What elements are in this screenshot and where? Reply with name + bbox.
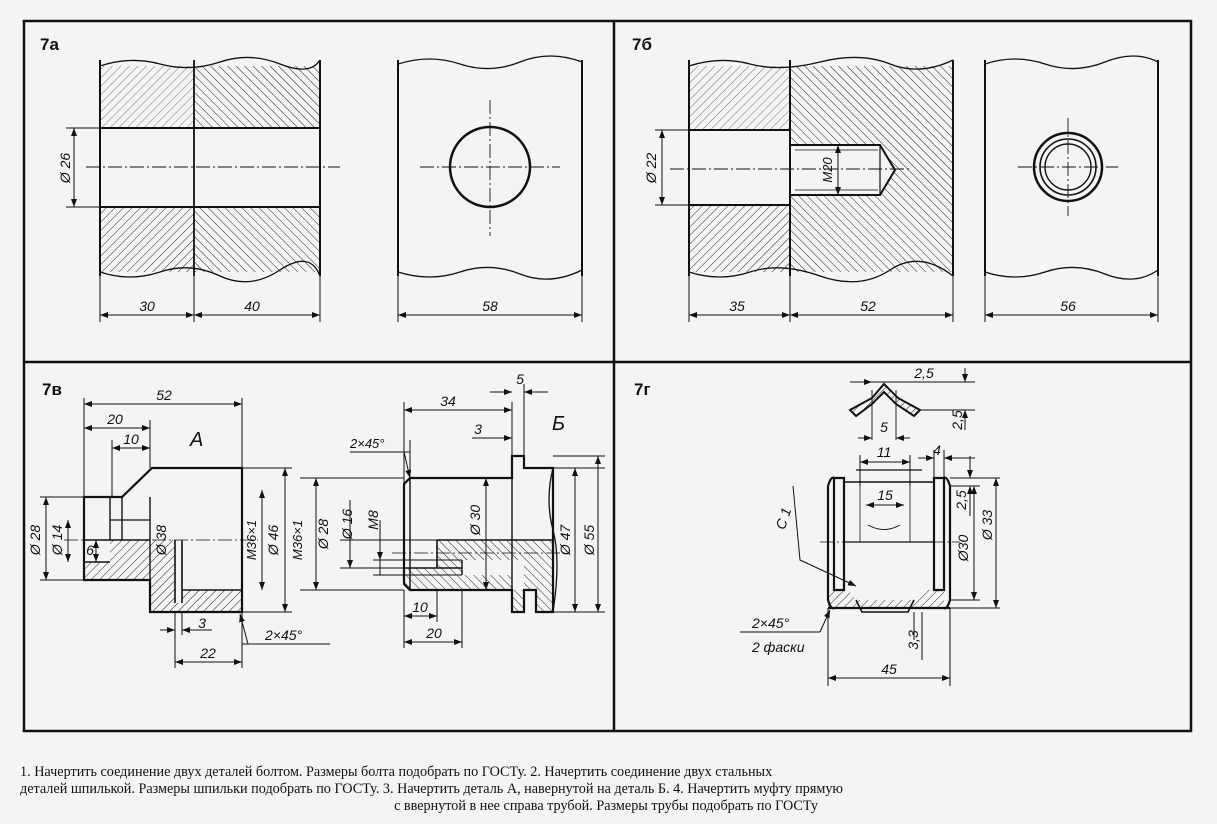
dim-7b-d22: Ø 22 xyxy=(643,153,659,185)
dim-7v-10: 10 xyxy=(123,431,139,447)
dim-7g-2-5-top: 2,5 xyxy=(913,365,934,381)
dim-7v-d46: Ø 46 xyxy=(265,525,281,557)
dim-7v-d28: Ø 28 xyxy=(27,525,43,557)
caption-line-2: деталей шпилькой. Размеры шпильки подобр… xyxy=(20,781,844,797)
dim-7v-10b: 10 xyxy=(412,599,428,615)
part-label-a: А xyxy=(189,429,203,451)
caption-line-3: с ввернутой в нее справа трубой. Размеры… xyxy=(394,798,818,814)
dimensions-7g xyxy=(740,368,1000,686)
dim-7g-d30: Ø30 xyxy=(955,535,971,563)
panel-label-7g: 7г xyxy=(634,380,651,399)
dim-7b-35: 35 xyxy=(729,298,745,314)
dim-7v-34: 34 xyxy=(440,393,456,409)
dimensions-7a xyxy=(66,127,583,322)
panel-7v: 7в А Б xyxy=(27,371,605,668)
dim-7v-20: 20 xyxy=(106,411,123,427)
dim-7v-d28b: Ø 28 xyxy=(315,519,331,551)
dim-7g-5: 5 xyxy=(880,419,888,435)
coupling-body xyxy=(820,469,960,613)
caption-line-1: 1. Начертить соединение двух деталей бол… xyxy=(20,764,773,780)
dim-7g-2-faski: 2 фаски xyxy=(751,639,805,655)
dim-7g-chamfer: 2×45° xyxy=(751,615,790,631)
dimensions-7b xyxy=(655,129,1159,322)
dim-7a-58: 58 xyxy=(482,298,498,314)
dim-7v-d14: Ø 14 xyxy=(49,525,65,557)
dim-7a-d26: Ø 26 xyxy=(57,153,73,185)
dim-7b-52: 52 xyxy=(860,298,876,314)
part-label-b: Б xyxy=(552,413,565,435)
dim-7v-m36b: M36×1 xyxy=(290,520,305,560)
panel-7g: 7г xyxy=(634,365,1000,686)
dim-7v-chamfer: 2×45° xyxy=(264,627,303,643)
top-view-7a xyxy=(397,55,583,280)
dim-7b-56: 56 xyxy=(1060,298,1076,314)
panel-label-7b: 7б xyxy=(632,35,652,54)
dim-7v-d16: Ø 16 xyxy=(339,509,355,541)
dim-7v-22: 22 xyxy=(199,645,216,661)
dim-7v-d38: Ø 38 xyxy=(153,525,169,557)
section-view-7a xyxy=(86,56,340,283)
dim-7g-15: 15 xyxy=(877,487,893,503)
dim-7v-m8: M8 xyxy=(365,510,381,530)
dim-7v-3: 3 xyxy=(198,615,206,631)
dim-7g-11: 11 xyxy=(877,444,892,460)
dim-7g-2-5-side: 2,5 xyxy=(953,490,969,511)
panel-label-7v: 7в xyxy=(42,380,62,399)
top-view-7b xyxy=(984,55,1159,280)
dim-7v-chamfer-b: 2×45° xyxy=(349,436,384,451)
dim-7g-2-5-vert: 2,5 xyxy=(949,410,965,431)
dim-7v-20b: 20 xyxy=(425,625,442,641)
dim-7v-52: 52 xyxy=(156,387,172,403)
dim-7a-40: 40 xyxy=(244,298,260,314)
dim-7v-d30: Ø 30 xyxy=(467,505,483,537)
dim-7a-30: 30 xyxy=(139,298,155,314)
part-b xyxy=(392,454,570,614)
panel-7a: 7а xyxy=(40,35,583,322)
dim-7v-d55: Ø 55 xyxy=(581,525,597,557)
dim-7g-3-3: 3,3 xyxy=(905,630,921,650)
dim-7v-d47: Ø 47 xyxy=(557,524,573,557)
dim-7b-m20: M20 xyxy=(820,157,835,183)
thread-profile-detail xyxy=(848,382,922,440)
dim-7v-m36a: M36×1 xyxy=(244,520,259,560)
panel-7b: 7б xyxy=(632,35,1159,322)
dim-7v-5: 5 xyxy=(516,371,524,387)
frame xyxy=(22,19,1193,733)
drawing-sheet: 7а xyxy=(22,19,1193,733)
dim-7g-d33: Ø 33 xyxy=(979,510,995,542)
task-caption: 1. Начертить соединение двух деталей бол… xyxy=(20,764,1192,815)
panel-label-7a: 7а xyxy=(40,35,59,54)
dim-7g-45: 45 xyxy=(881,661,897,677)
dim-7g-c1: С 1 xyxy=(772,506,794,532)
dim-7v-6: 6 xyxy=(86,542,94,558)
dim-7v-3b: 3 xyxy=(474,421,482,437)
dim-7g-4: 4 xyxy=(933,442,941,458)
dimensions-7v xyxy=(40,384,605,668)
section-view-7b xyxy=(670,56,954,283)
